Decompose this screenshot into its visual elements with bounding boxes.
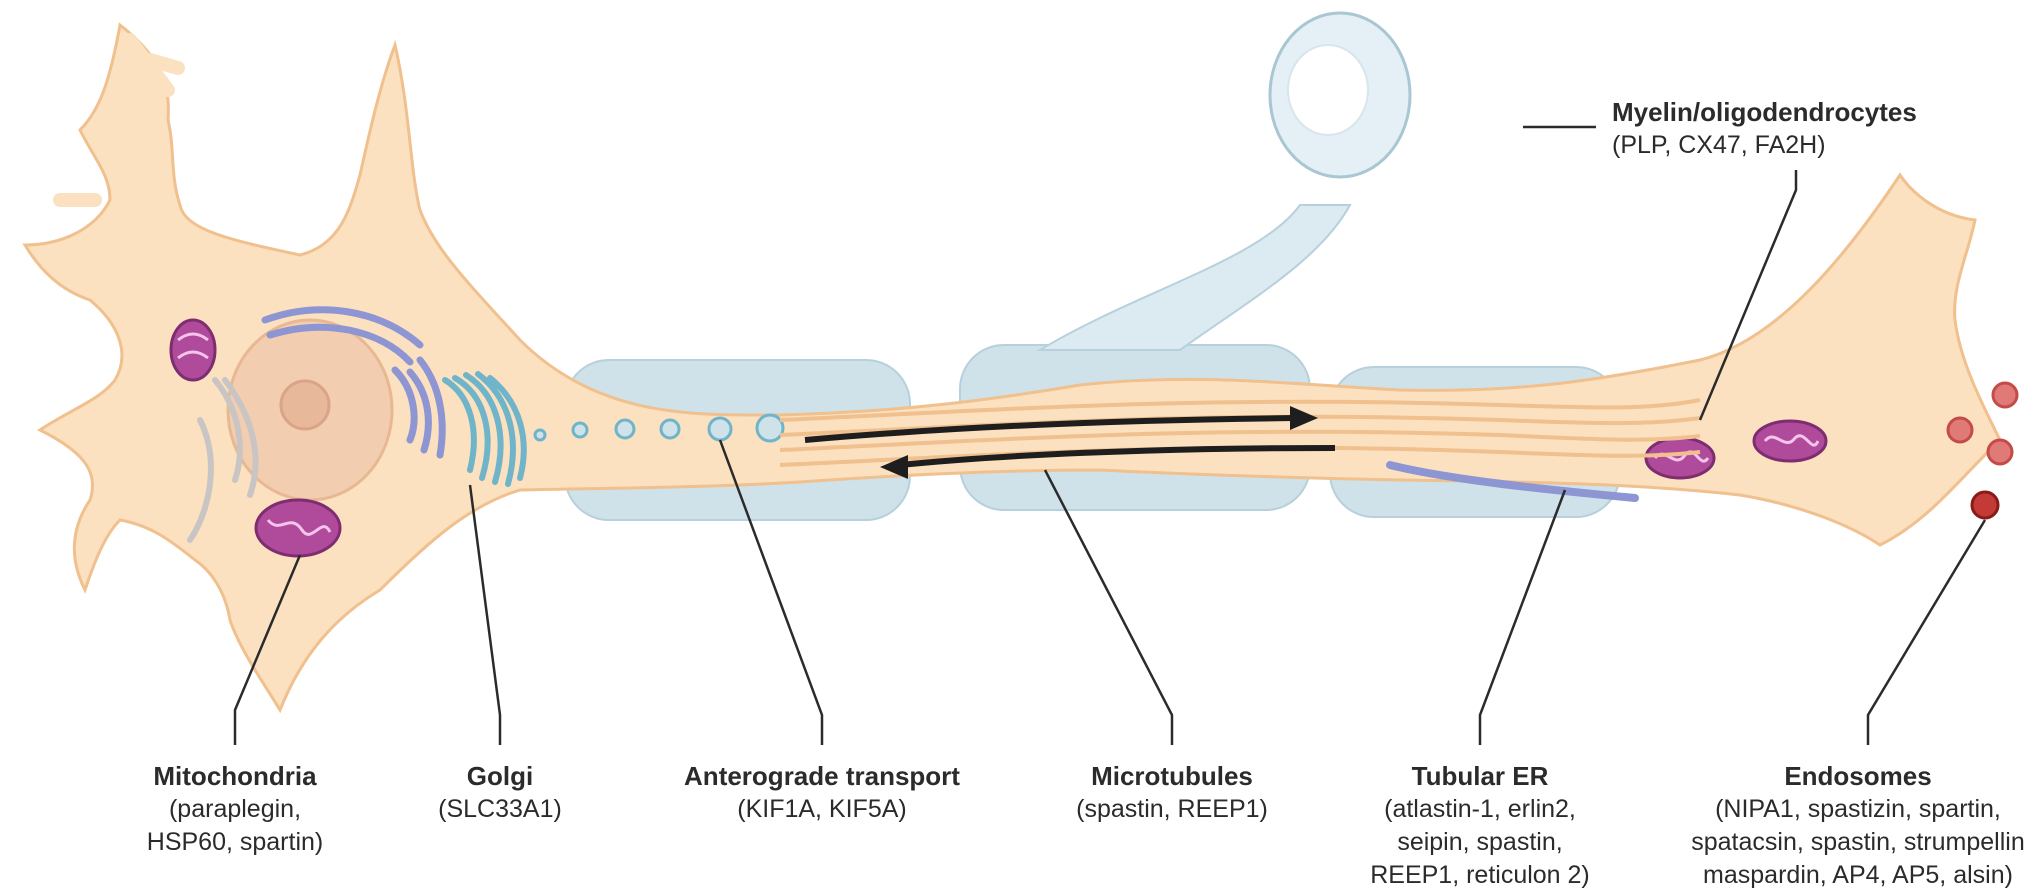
- leader-golgi: [470, 485, 500, 745]
- label-mitochondria-title: Mitochondria: [115, 760, 355, 793]
- label-endosomes: Endosomes (NIPA1, spastizin, spartin, sp…: [1678, 760, 2038, 892]
- label-microtubules-genes: (spastin, REEP1): [1052, 793, 1292, 826]
- label-microtubules-title: Microtubules: [1052, 760, 1292, 793]
- leader-endosomes: [1868, 520, 1985, 745]
- label-mitochondria: Mitochondria (paraplegin, HSP60, spartin…: [115, 760, 355, 859]
- oligodendrocyte: [1040, 13, 1410, 350]
- label-golgi-genes: (SLC33A1): [410, 793, 590, 826]
- label-endosomes-genes: (NIPA1, spastizin, spartin, spatacsin, s…: [1678, 793, 2038, 892]
- oligodendrocyte-process: [1040, 205, 1350, 350]
- label-endosomes-title: Endosomes: [1678, 760, 2038, 793]
- label-mitochondria-genes: (paraplegin, HSP60, spartin): [115, 793, 355, 859]
- label-microtubules: Microtubules (spastin, REEP1): [1052, 760, 1292, 826]
- leader-tubular-er: [1480, 490, 1565, 745]
- label-tubular-er-title: Tubular ER: [1360, 760, 1600, 793]
- mitochondrion-1: [171, 320, 215, 380]
- label-myelin-title: Myelin/oligodendrocytes: [1612, 96, 1917, 129]
- label-anterograde-title: Anterograde transport: [652, 760, 992, 793]
- label-golgi-title: Golgi: [410, 760, 590, 793]
- label-anterograde: Anterograde transport (KIF1A, KIF5A): [652, 760, 992, 826]
- oligodendrocyte-nucleus: [1288, 45, 1368, 135]
- label-golgi: Golgi (SLC33A1): [410, 760, 590, 826]
- label-myelin-genes: (PLP, CX47, FA2H): [1612, 129, 1917, 162]
- leader-microtubules: [1045, 470, 1172, 745]
- label-myelin: Myelin/oligodendrocytes (PLP, CX47, FA2H…: [1612, 96, 1917, 162]
- nucleolus: [281, 381, 329, 429]
- label-anterograde-genes: (KIF1A, KIF5A): [652, 793, 992, 826]
- label-tubular-er-genes: (atlastin-1, erlin2, seipin, spastin, RE…: [1360, 793, 1600, 892]
- label-tubular-er: Tubular ER (atlastin-1, erlin2, seipin, …: [1360, 760, 1600, 892]
